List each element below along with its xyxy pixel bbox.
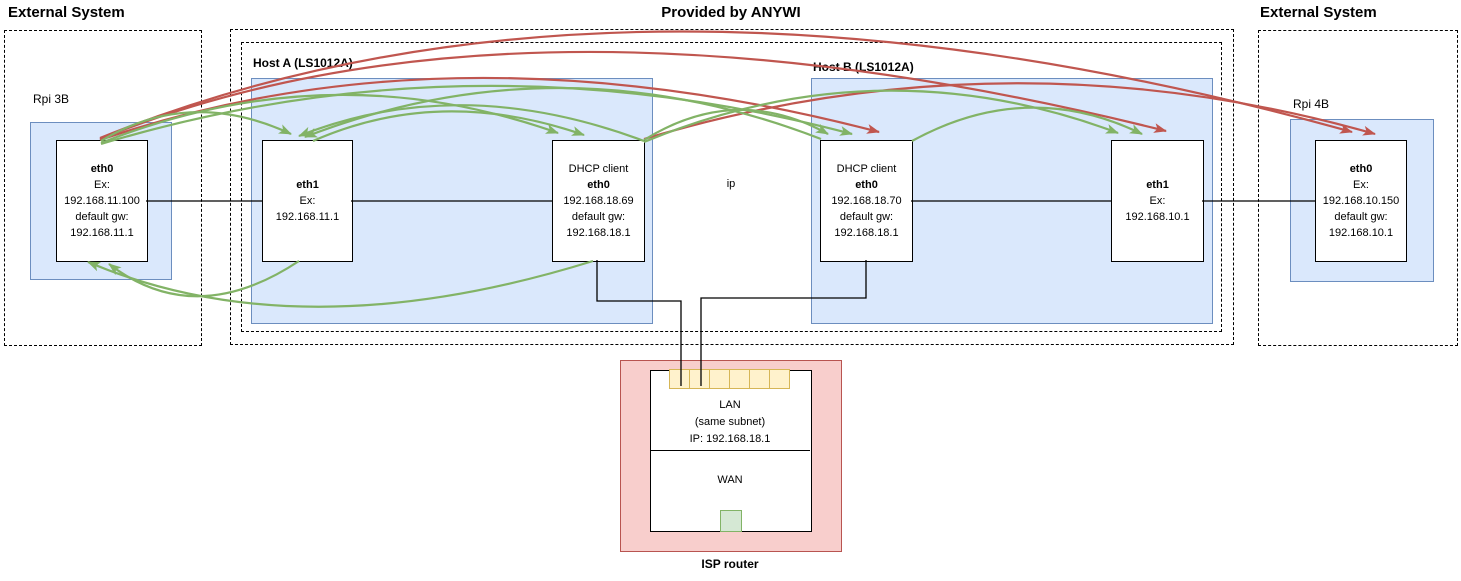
isp-router-inner-box [650, 370, 812, 532]
provided-by-anywi-title: Provided by ANYWI [661, 4, 801, 21]
external-system-right-box [1258, 30, 1458, 346]
lan-port-cell [689, 369, 710, 389]
iface-name: eth0 [587, 179, 610, 191]
iface-role: DHCP client [568, 163, 629, 175]
iface-name: eth1 [1146, 179, 1169, 191]
hosta-eth1-box: eth1 Ex: 192.168.11.1 [262, 140, 353, 262]
lan-port-cell [769, 369, 790, 389]
isp-wan-label: WAN [717, 474, 743, 486]
rpi4b-eth0-box: eth0 Ex: 192.168.10.150 default gw: 192.… [1315, 140, 1407, 262]
iface-line: 192.168.10.1 [1125, 211, 1190, 223]
iface-name: eth0 [855, 179, 878, 191]
rpi3b-label: Rpi 3B [33, 92, 70, 106]
iface-line: default gw: [1334, 211, 1388, 223]
iface-line: Ex: [299, 195, 316, 207]
iface-name: eth0 [90, 163, 114, 175]
wan-port [720, 510, 742, 532]
iface-line: 192.168.10.1 [1328, 227, 1394, 239]
iface-line: 192.168.18.1 [566, 227, 631, 239]
iface-line: 192.168.18.69 [563, 195, 634, 207]
iface-line: Ex: [1353, 179, 1369, 191]
iface-line: Ex: [1149, 195, 1166, 207]
lan-port-cell [669, 369, 690, 389]
lan-ports [669, 369, 790, 389]
rpi4b-label: Rpi 4B [1293, 97, 1330, 111]
ip-network-label: ip [726, 178, 736, 190]
host-a-label: Host A (LS1012A) [253, 56, 353, 70]
isp-lan-title: LAN [719, 399, 741, 411]
iface-line: default gw: [571, 211, 626, 223]
lan-port-cell [709, 369, 730, 389]
hostb-dhcp-eth0-box: DHCP client eth0 192.168.18.70 default g… [820, 140, 913, 262]
external-system-right-title: External System [1260, 4, 1377, 21]
isp-lan-subnet-note: (same subnet) [694, 416, 766, 428]
host-b-label: Host B (LS1012A) [813, 60, 914, 74]
hostb-eth1-box: eth1 Ex: 192.168.10.1 [1111, 140, 1204, 262]
iface-role: DHCP client [836, 163, 897, 175]
iface-line: 192.168.11.100 [64, 195, 140, 207]
iface-name: eth1 [296, 179, 319, 191]
iface-line: 192.168.18.70 [831, 195, 902, 207]
isp-lan-section: LAN (same subnet) IP: 192.168.18.1 [650, 370, 810, 450]
iface-line: 192.168.11.1 [275, 211, 340, 223]
lan-port-cell [729, 369, 750, 389]
iface-line: 192.168.18.1 [834, 227, 899, 239]
iface-line: 192.168.11.1 [70, 227, 134, 239]
isp-router-label: ISP router [701, 557, 759, 571]
isp-wan-section: WAN [650, 450, 810, 510]
hosta-dhcp-eth0-box: DHCP client eth0 192.168.18.69 default g… [552, 140, 645, 262]
lan-port-cell [749, 369, 770, 389]
external-system-left-title: External System [8, 4, 125, 21]
iface-line: default gw: [839, 211, 894, 223]
iface-line: Ex: [94, 179, 110, 191]
rpi3b-eth0-box: eth0 Ex: 192.168.11.100 default gw: 192.… [56, 140, 148, 262]
isp-lan-ip: IP: 192.168.18.1 [689, 433, 771, 445]
iface-line: default gw: [75, 211, 129, 223]
iface-name: eth0 [1349, 163, 1373, 175]
iface-line: 192.168.10.150 [1322, 195, 1400, 207]
isp-lan-wan-divider [650, 450, 810, 451]
